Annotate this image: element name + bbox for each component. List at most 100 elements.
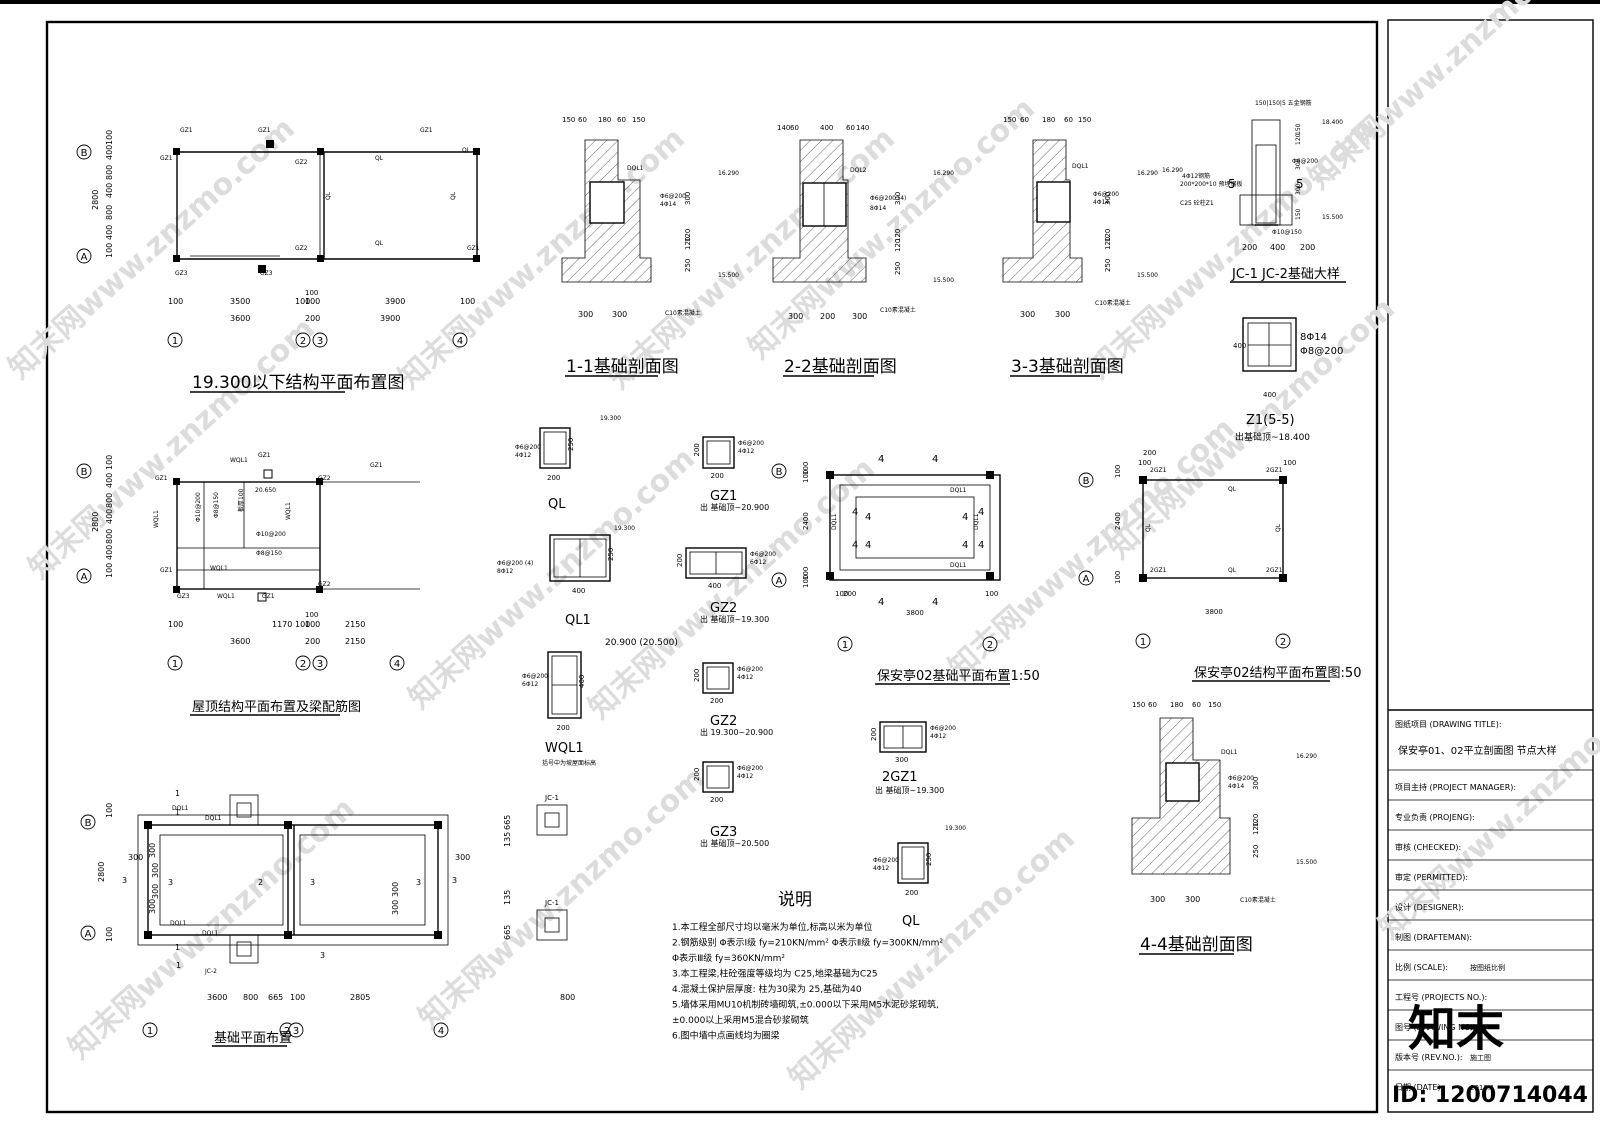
axis-col: 1 <box>172 659 178 670</box>
plan3-label: 3 <box>310 878 315 887</box>
section-1-title: 1-1基础剖面图 <box>566 357 679 377</box>
plan1-dim-v: 100 <box>105 243 114 258</box>
axis-col: 1 <box>172 336 178 347</box>
section-top-dim: 180 <box>1170 701 1183 709</box>
jc-detail-title: JC-1 JC-2基础大样 <box>1231 267 1340 282</box>
plan-19300-structure <box>173 140 480 273</box>
struct-label: QL <box>1228 486 1237 493</box>
axis-bubble <box>312 655 328 671</box>
column-main: 4Φ12 <box>738 448 754 455</box>
titleblock-label: 专业负责 (PROJENG): <box>1395 812 1475 822</box>
ting-struct-dim-h: 3800 <box>1205 608 1223 616</box>
axis-col: 1 <box>842 640 848 651</box>
section-top-dim: 60 <box>846 124 855 132</box>
beam-dim-h: 250 <box>567 438 575 451</box>
axis-bubble <box>76 248 92 264</box>
plan1-dim-h1: 100 <box>460 297 475 306</box>
section-dim-v: 120 <box>1252 822 1260 835</box>
column-dim-w: 200 <box>710 697 723 705</box>
axis-row-a: A <box>81 252 88 263</box>
foundation-mark: 4 <box>978 507 984 518</box>
section-dim-v: 120 <box>894 229 902 242</box>
axis-bubble <box>982 636 998 652</box>
axis-bubble <box>295 655 311 671</box>
column-dim-w: 200 <box>710 796 723 804</box>
axis-bubble <box>80 814 96 830</box>
z1-dim-h: 400 <box>1263 391 1276 399</box>
section-top-dim: 60 <box>790 124 799 132</box>
column-dim-w: 200 <box>711 472 724 480</box>
plan1-label: GZ3 <box>175 270 188 277</box>
plan2-label: Φ8@150 <box>256 550 282 557</box>
plan1-label: GZ2 <box>295 245 308 252</box>
plan2-dim-v: 100 <box>105 563 114 578</box>
plan2-dim-v: 400 <box>105 473 114 488</box>
notes-title: 说明 <box>778 890 812 910</box>
plan3-label: 1 <box>175 808 180 817</box>
watermark-text: 知末网www.znzmo.com <box>1302 0 1600 196</box>
beam-level: 19.300 <box>614 525 635 532</box>
section-label: 16.290 <box>718 170 739 177</box>
section-dim-v: 120 <box>684 229 692 242</box>
titleblock-label: 图号 (DRAWING NO.): <box>1395 1023 1478 1032</box>
axis-col: 4 <box>394 659 400 670</box>
beam-main: 8Φ12 <box>497 568 513 575</box>
plan1-dim-extra: 100 <box>305 289 318 297</box>
section-dim-v: 250 <box>684 259 692 272</box>
column-dim-w: 400 <box>708 582 721 590</box>
plan3-label: 300 <box>455 853 470 862</box>
plan1-dim-v: 800 <box>105 205 114 220</box>
section-bottom-dim: 300 <box>1150 895 1165 904</box>
column-name: GZ2 <box>710 601 737 616</box>
column-note: 出 基础顶~20.500 <box>700 838 769 848</box>
titleblock-frame <box>1387 19 1594 1113</box>
plan2-dim-v: 100 <box>105 455 114 470</box>
note-item: Φ表示Ⅲ级 fy=360KN/mm² <box>672 952 785 964</box>
axis-bubble <box>1135 633 1151 649</box>
plan1-label: GZ3 <box>260 270 273 277</box>
plan3-label: JC-2 <box>204 968 217 975</box>
axis-bubble <box>76 144 92 160</box>
section-label: 15.500 <box>1296 859 1317 866</box>
section-label: 4Φ14 <box>1093 199 1109 206</box>
plan2-label: GZ1 <box>155 475 168 482</box>
jc-dim-h: 400 <box>1270 243 1285 252</box>
axis-bubble <box>312 332 328 348</box>
section-top-dim: 150 <box>562 116 575 124</box>
column-note: 出 基础顶~20.900 <box>700 502 769 512</box>
axis-bubble <box>76 568 92 584</box>
foundation-mark: 4 <box>865 512 871 523</box>
struct-label: 2GZ1 <box>1266 567 1283 574</box>
section-2-title: 2-2基础剖面图 <box>784 357 897 377</box>
section-label: C10素混凝土 <box>1095 299 1131 307</box>
plan2-dim-total: 2800 <box>91 512 100 532</box>
plan3-label: 2 <box>258 878 263 887</box>
beam-dim-w: 200 <box>547 474 560 482</box>
section-bottom-dim: 300 <box>578 310 593 319</box>
plan2-dim-v: 400 <box>105 509 114 524</box>
id-watermark: ID: 1200714044 <box>1392 1083 1588 1108</box>
plan1-dim-h2: 200 <box>305 314 320 323</box>
beam-name: QL <box>902 914 920 929</box>
section-label: 8Φ14 <box>870 205 886 212</box>
section-label: 15.500 <box>718 272 739 279</box>
beam-level: 19.300 <box>945 825 966 832</box>
axis-bubble <box>771 572 787 588</box>
plan3-label: 300 <box>148 899 157 914</box>
column-sections <box>685 436 927 793</box>
column-stirrup: Φ6@200 <box>737 765 763 772</box>
foundation-mark: 4 <box>962 512 968 523</box>
titleblock-label: 审定 (PERMITTED): <box>1395 872 1468 882</box>
column-name: GZ3 <box>710 825 737 840</box>
section-top-dim: 150 <box>1003 116 1016 124</box>
plan2-label: GZ1 <box>370 462 383 469</box>
section-top-dim: 60 <box>1192 701 1201 709</box>
plan3-label: 300 <box>151 863 160 878</box>
section-bottom-dim: 300 <box>852 312 867 321</box>
ting02-foundation-plan <box>826 471 1001 581</box>
jc-dim-h: 200 <box>1242 243 1257 252</box>
beam-name: WQL1 <box>545 741 584 756</box>
plan1-dim-h1: 100 <box>305 297 320 306</box>
